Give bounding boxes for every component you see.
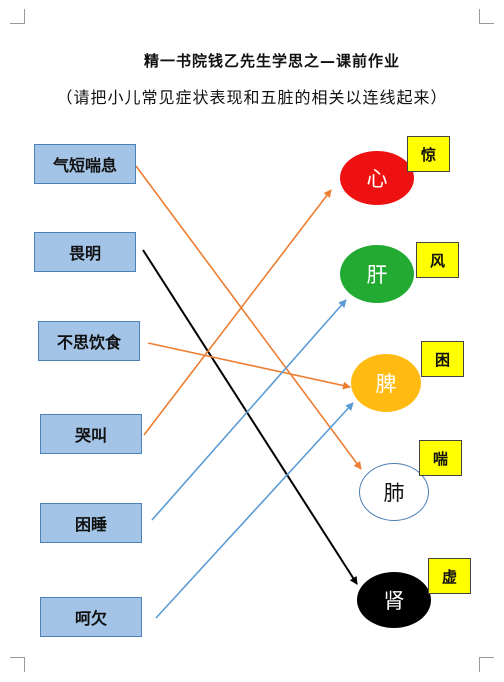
tag-kun: 困 xyxy=(421,341,464,377)
organ-kidney: 肾 xyxy=(357,572,431,628)
symptom-box-kujiao: 哭叫 xyxy=(40,414,142,454)
connection-line-5 xyxy=(151,299,347,521)
connection-line-1 xyxy=(135,165,362,470)
organ-kidney-label: 肾 xyxy=(383,589,405,613)
organ-spleen-label: 脾 xyxy=(375,372,397,396)
organ-spleen: 脾 xyxy=(351,354,421,412)
tag-chuan: 喘 xyxy=(419,440,462,476)
connection-line-2 xyxy=(142,249,358,585)
symptom-box-qiduan-chuanxi: 气短喘息 xyxy=(34,144,136,184)
symptom-box-weiming: 畏明 xyxy=(34,232,136,272)
organ-lung: 肺 xyxy=(359,463,429,521)
organ-heart: 心 xyxy=(340,151,414,205)
connection-line-4 xyxy=(143,189,332,436)
crop-mark-top-right xyxy=(479,9,494,24)
crop-mark-bottom-left xyxy=(10,657,25,672)
page-subtitle: （请把小儿常见症状表现和五脏的相关以连线起来） xyxy=(56,88,448,107)
crop-mark-bottom-right xyxy=(479,657,494,672)
symptom-box-hexian: 呵欠 xyxy=(40,597,142,637)
connection-line-3 xyxy=(147,342,351,390)
organ-liver-label: 肝 xyxy=(366,263,388,287)
organ-liver: 肝 xyxy=(340,245,414,303)
organ-heart-label: 心 xyxy=(366,167,388,191)
tag-jing: 惊 xyxy=(407,136,450,172)
page-title: 精一书院钱乙先生学思之—课前作业 xyxy=(143,52,400,70)
symptom-box-kunshui: 困睡 xyxy=(40,503,142,543)
tag-feng: 风 xyxy=(416,242,459,278)
symptom-box-busi-yinshi: 不思饮食 xyxy=(38,321,140,361)
crop-mark-top-left xyxy=(10,9,25,24)
organ-lung-label: 肺 xyxy=(383,481,405,505)
tag-xu: 虚 xyxy=(428,558,471,594)
connection-line-6 xyxy=(155,402,354,619)
